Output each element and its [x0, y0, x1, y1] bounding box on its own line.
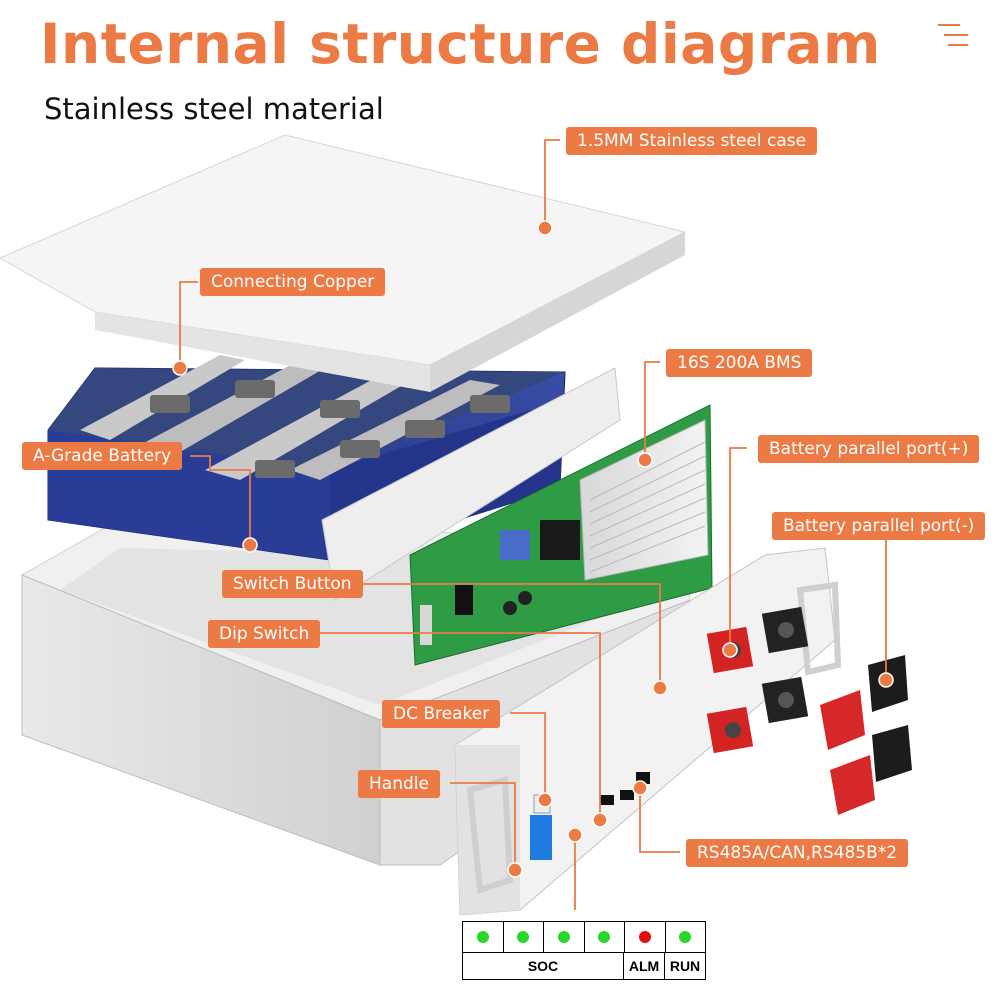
- label-port-negative: Battery parallel port(-): [772, 512, 986, 540]
- label-port-positive: Battery parallel port(+): [758, 435, 980, 463]
- led-cell: [504, 922, 544, 952]
- status-led-icon: [638, 931, 651, 943]
- page-subtitle: Stainless steel material: [44, 92, 384, 126]
- label-connecting-copper: Connecting Copper: [200, 268, 386, 296]
- label-dip-switch: Dip Switch: [208, 620, 321, 648]
- led-indicator-panel: SOC ALM RUN: [462, 921, 706, 980]
- led-cell: [544, 922, 585, 952]
- label-handle: Handle: [358, 770, 440, 798]
- led-cell: [666, 922, 706, 952]
- status-led-icon: [476, 931, 489, 943]
- page-title: Internal structure diagram: [40, 12, 881, 76]
- led-cell: [585, 922, 625, 952]
- menu-icon[interactable]: [938, 22, 968, 48]
- soc-label: SOC: [463, 953, 624, 979]
- run-label: RUN: [669, 958, 701, 974]
- led-cell: [625, 922, 666, 952]
- label-dc-breaker: DC Breaker: [382, 700, 501, 728]
- label-switch-button: Switch Button: [222, 570, 363, 598]
- front-panel: [454, 547, 842, 916]
- label-stainless-case: 1.5MM Stainless steel case: [566, 127, 818, 155]
- status-led-icon: [517, 931, 530, 943]
- status-led-icon: [557, 931, 570, 943]
- status-led-icon: [679, 931, 692, 943]
- led-cell: [463, 922, 504, 952]
- status-led-icon: [598, 931, 611, 943]
- label-bms: 16S 200A BMS: [666, 349, 813, 377]
- label-battery: A-Grade Battery: [22, 442, 183, 470]
- alm-label: ALM: [624, 953, 665, 979]
- label-comm-ports: RS485A/CAN,RS485B*2: [686, 839, 909, 867]
- port-caps: [820, 655, 912, 815]
